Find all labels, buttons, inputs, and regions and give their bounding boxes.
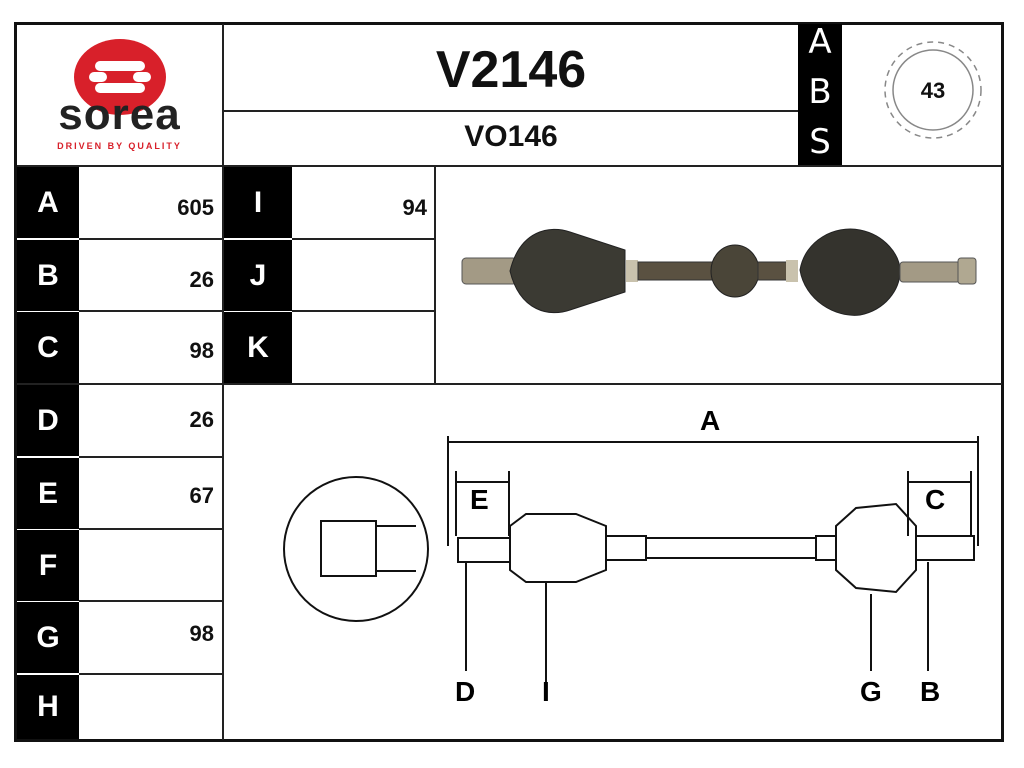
brand-tagline: DRIVEN BY QUALITY: [57, 141, 182, 151]
dim-value-d: 26: [189, 407, 214, 432]
dim-value-g: 98: [189, 621, 214, 646]
dim-value-b: 26: [189, 267, 214, 292]
abs-letter-s: S: [809, 122, 831, 162]
diagram-label-a: A: [700, 405, 721, 436]
dim-label-d: D: [17, 385, 79, 456]
dim-label-e: E: [17, 458, 79, 529]
dim-value-c: 98: [189, 338, 214, 363]
dim-value-i: 94: [402, 195, 427, 220]
abs-letter-b: B: [808, 72, 832, 112]
dim-label-i: I: [224, 167, 292, 238]
dim-label-h: H: [17, 675, 79, 739]
drive-shaft-diagram-icon: [283, 436, 979, 701]
abs-gear-icon: [884, 41, 982, 139]
diagram-label-b: B: [920, 676, 941, 707]
drive-shaft-photo-icon: [461, 228, 977, 316]
diagram-label-i: I: [542, 676, 550, 707]
dim-label-f: F: [17, 530, 79, 601]
brand-logo: [17, 25, 222, 165]
dim-label-b: B: [17, 240, 79, 311]
dim-label-j: J: [224, 240, 292, 311]
part-reference: VO146: [464, 120, 558, 153]
technical-diagram: [226, 386, 1000, 738]
dim-value-e: 67: [189, 483, 214, 508]
abs-ring: [868, 30, 998, 160]
abs-letter-a: A: [808, 22, 832, 62]
part-code: V2146: [435, 41, 587, 99]
diagram-label-g: G: [860, 676, 882, 707]
dim-value-a: 605: [177, 195, 214, 220]
abs-teeth-count: 43: [920, 78, 946, 103]
product-photo: [440, 170, 1000, 380]
brand-name: sorea: [58, 90, 181, 139]
dim-label-a: A: [17, 167, 79, 238]
abs-label-block: [798, 24, 842, 166]
diagram-label-d: D: [455, 676, 476, 707]
sorea-logo-icon: [74, 39, 166, 115]
diagram-label-c: C: [925, 484, 946, 515]
dim-label-g: G: [17, 602, 79, 673]
diagram-label-e: E: [470, 484, 489, 515]
dim-label-c: C: [17, 312, 79, 383]
dim-label-k: K: [224, 312, 292, 383]
